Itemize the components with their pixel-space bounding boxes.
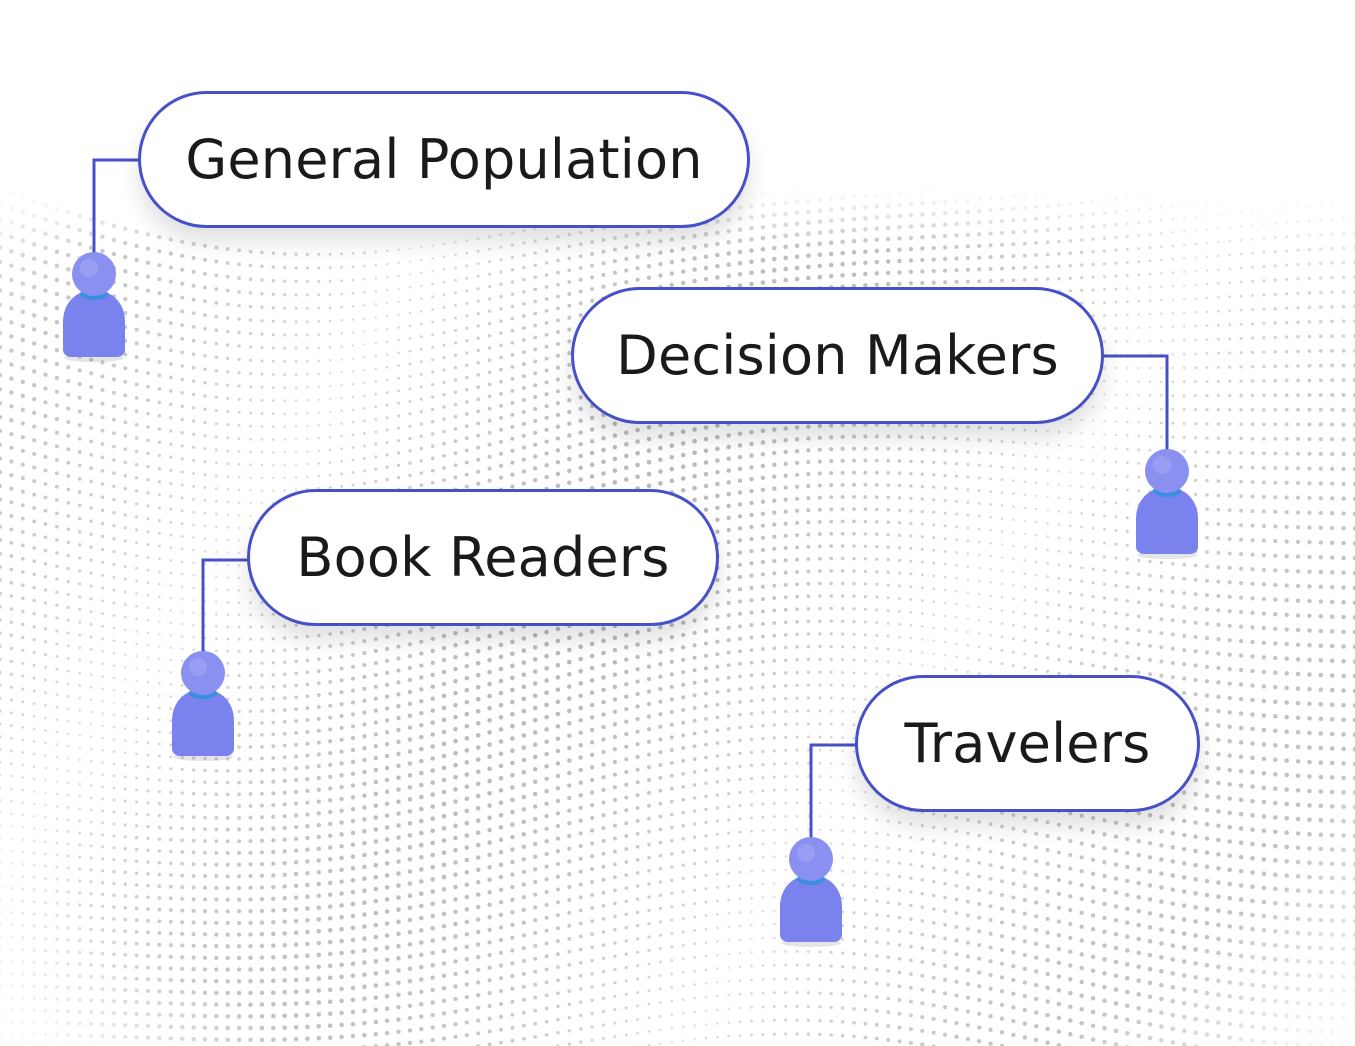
segment-general-population: General Population bbox=[138, 91, 750, 228]
segment-label: Book Readers bbox=[296, 526, 670, 589]
person-icon bbox=[1136, 449, 1198, 559]
segment-label: Travelers bbox=[904, 712, 1151, 775]
segment-travelers: Travelers bbox=[855, 675, 1200, 812]
connector-travelers bbox=[809, 743, 857, 847]
connector-book-readers bbox=[201, 558, 249, 662]
connector-general-population bbox=[92, 158, 140, 262]
person-icon bbox=[63, 252, 125, 362]
segment-decision-makers: Decision Makers bbox=[571, 287, 1104, 424]
segment-book-readers: Book Readers bbox=[247, 489, 719, 626]
segment-label: General Population bbox=[185, 128, 703, 191]
person-icon bbox=[172, 651, 234, 761]
person-icon bbox=[780, 837, 842, 947]
connector-decision-makers bbox=[1102, 354, 1169, 458]
segment-label: Decision Makers bbox=[616, 324, 1059, 387]
